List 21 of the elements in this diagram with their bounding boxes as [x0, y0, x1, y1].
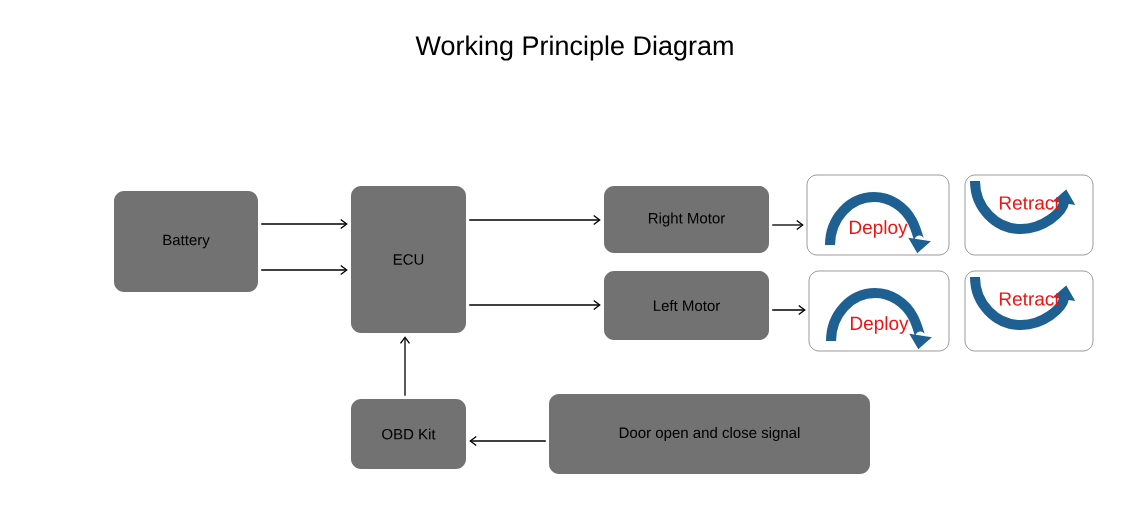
process-box: ECU — [351, 186, 466, 333]
process-box: OBD Kit — [351, 399, 466, 469]
arrow — [771, 219, 804, 231]
arrow — [468, 214, 601, 226]
action-label: Deploy — [851, 316, 909, 334]
arrow — [771, 304, 806, 316]
action-label: Deploy — [850, 220, 908, 238]
process-box: Door open and close signal — [549, 394, 870, 474]
action-box — [808, 270, 950, 352]
arrow — [468, 299, 601, 311]
arrow — [399, 336, 411, 397]
arrow — [260, 264, 348, 276]
title: Working Principle Diagram — [415, 35, 733, 61]
action-box — [806, 174, 950, 256]
action-box — [964, 174, 1094, 256]
action-box — [964, 270, 1094, 352]
process-box: Left Motor — [604, 271, 769, 340]
process-box: Right Motor — [604, 186, 769, 253]
process-box: Battery — [114, 191, 258, 292]
arrow — [469, 435, 547, 447]
arrow — [260, 218, 348, 230]
